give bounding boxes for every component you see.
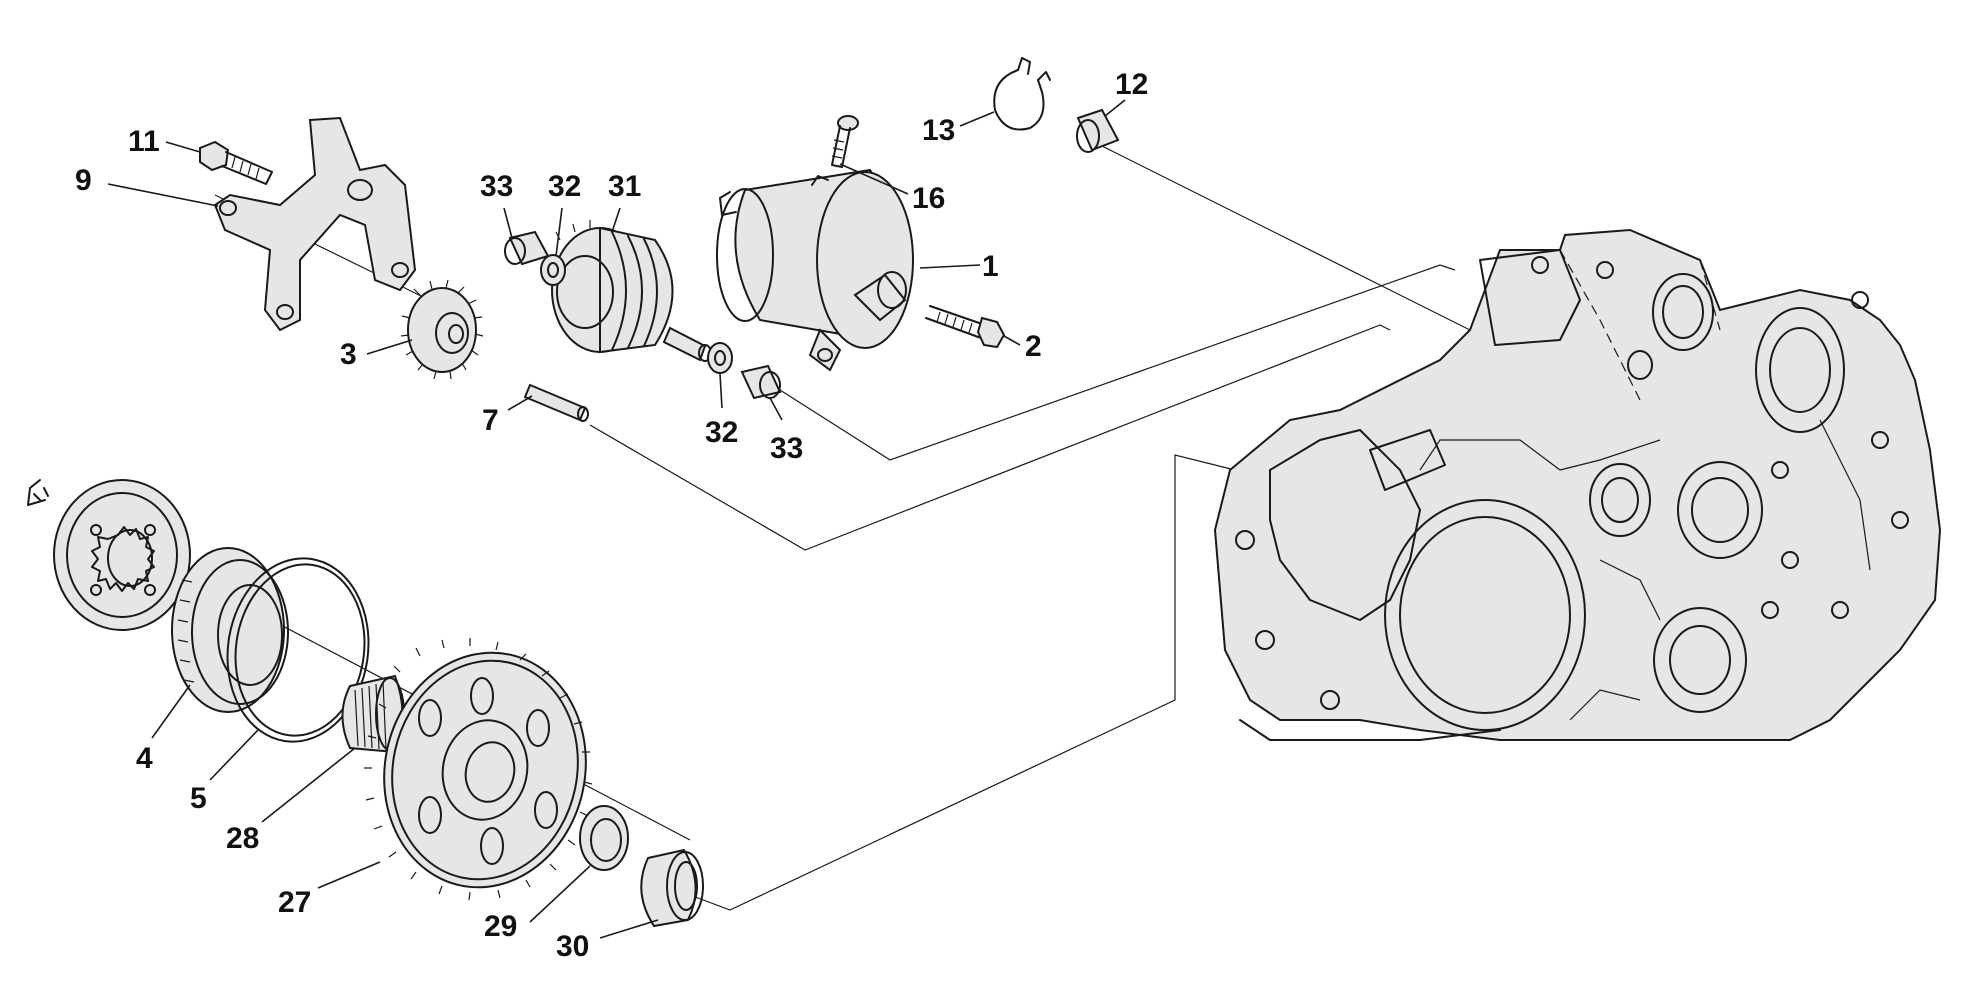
leader-29 [529, 865, 591, 923]
callout-16: 16 [912, 182, 945, 215]
leader-12 [1104, 99, 1126, 117]
leader-33b [769, 397, 783, 421]
axis-idler-gear [589, 324, 1391, 551]
callout-32-upper: 32 [548, 170, 581, 203]
callout-7: 7 [482, 404, 499, 437]
callout-28: 28 [226, 822, 259, 855]
leader-32a [555, 207, 563, 257]
freewheel-assembly-4 [27, 479, 289, 713]
crankcase [1213, 228, 1942, 741]
callout-4: 4 [136, 742, 153, 775]
callout-30: 30 [556, 930, 589, 963]
callout-33-lower: 33 [770, 432, 803, 465]
leader-32b [719, 373, 723, 409]
leader-11 [165, 141, 201, 153]
pin-7 [523, 383, 589, 422]
bolt-11 [199, 140, 273, 185]
leader-lines [107, 99, 1126, 939]
leader-31 [611, 207, 621, 233]
callout-12: 12 [1115, 68, 1148, 101]
callout-27: 27 [278, 886, 311, 919]
leader-7 [507, 395, 533, 411]
bolt-2 [925, 305, 1006, 349]
mounting-bracket [213, 116, 417, 332]
callout-29: 29 [484, 910, 517, 943]
axis-bushing-12 [1099, 144, 1511, 351]
callout-11: 11 [128, 125, 160, 158]
callout-33-upper: 33 [480, 170, 513, 203]
leader-9 [107, 183, 219, 207]
callout-31: 31 [608, 170, 641, 203]
screw-16 [831, 115, 859, 168]
washer-32-lower [707, 342, 733, 374]
axis-starter-motor [779, 264, 1456, 461]
bushing-30 [640, 848, 704, 928]
small-gear-3 [400, 279, 484, 380]
callout-32-lower: 32 [705, 416, 738, 449]
o-ring-5 [226, 557, 370, 743]
leader-16 [839, 163, 909, 195]
leader-27 [317, 861, 381, 889]
starter-idler-31 [537, 220, 712, 362]
washer-29 [579, 805, 629, 871]
leader-30 [599, 919, 659, 939]
bushing-12 [1076, 108, 1120, 153]
leader-33a [503, 207, 513, 239]
callout-3: 3 [340, 338, 357, 371]
leader-28 [261, 747, 356, 823]
axis-crank-return [689, 454, 1236, 911]
callout-5: 5 [190, 782, 207, 815]
leader-3 [366, 339, 413, 355]
leader-4 [151, 684, 191, 739]
callouts: 1 2 3 4 5 7 9 11 12 13 16 27 28 29 30 31… [75, 68, 1148, 963]
leader-5 [209, 729, 259, 781]
large-gear-27 [364, 638, 593, 901]
callout-9: 9 [75, 164, 92, 197]
bushing-33-lower [740, 364, 782, 400]
callout-1: 1 [982, 250, 999, 283]
circlip-13 [993, 57, 1051, 131]
callout-13: 13 [922, 114, 955, 147]
washer-32-upper [540, 254, 566, 286]
callout-2: 2 [1025, 330, 1042, 363]
leader-1 [919, 264, 981, 269]
leader-13 [959, 111, 995, 127]
starter-motor-1 [716, 168, 914, 372]
leader-2 [1003, 335, 1021, 346]
